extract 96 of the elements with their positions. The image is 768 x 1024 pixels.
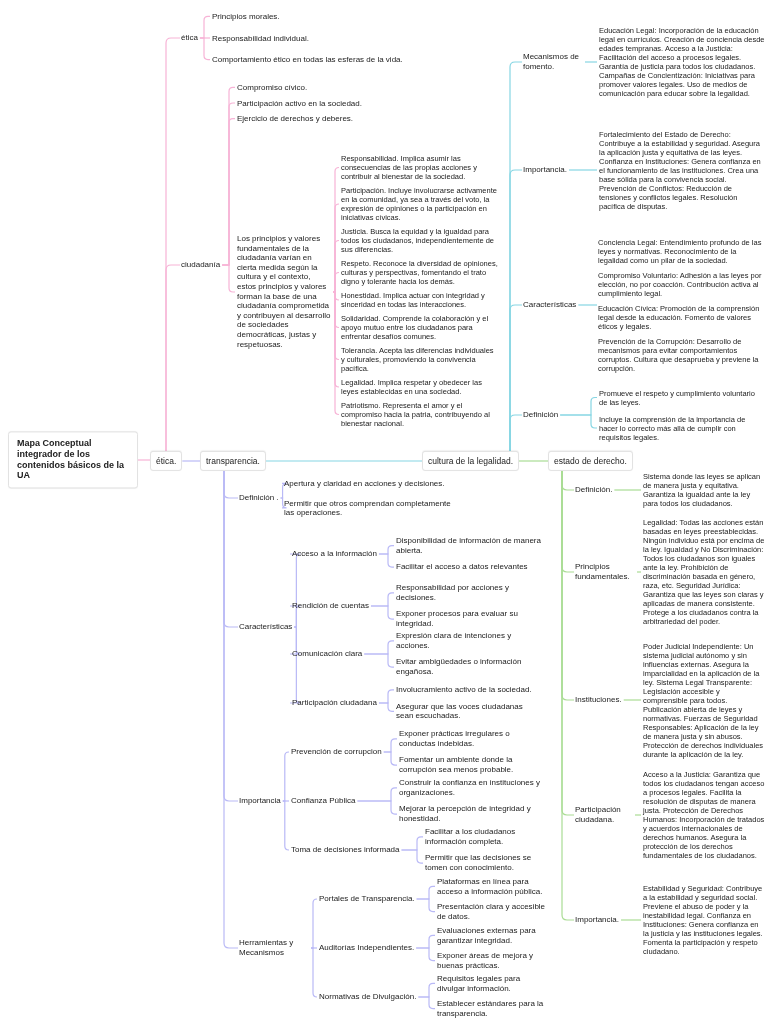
- connector-line: [181, 460, 201, 462]
- branch-text: Confianza Pública: [290, 796, 357, 806]
- branch-text: Ejercicio de derechos y deberes.: [236, 113, 355, 124]
- branch-text: Toma de decisiones informada: [290, 845, 401, 855]
- connector-line: [137, 459, 151, 461]
- connector-line: [356, 800, 398, 815]
- branch-text: Involucramiento activo de la sociedad.: [395, 685, 533, 695]
- connector-line: [416, 898, 436, 913]
- branch-text: Apertura y claridad en acciones y decisiones.: [283, 478, 446, 489]
- branch-text: Normativas de Divulgación.: [318, 992, 418, 1002]
- branch-text: Expresión clara de intenciones y acciones.: [395, 631, 543, 651]
- branch-text: Participación activo en la sociedad.: [236, 98, 363, 108]
- branch-text: Importancia: [238, 796, 282, 806]
- connector-line: [378, 702, 395, 712]
- connector-line: [165, 264, 181, 452]
- connector-line: [332, 271, 340, 293]
- branch-text: Herramientas y Mecanismos: [238, 938, 310, 958]
- branch-text: Fomentar un ambiente donde la corrupción sea menos probable.: [398, 755, 546, 775]
- branch-text: Participación ciudadana.: [574, 805, 634, 825]
- connector-line: [613, 489, 642, 491]
- branch-text: Rendición de cuentas: [291, 601, 370, 611]
- connector-line: [584, 61, 598, 63]
- connector-line: [310, 947, 318, 998]
- branch-text: Establecer estándares para la transparencia.: [436, 999, 550, 1019]
- connector-line: [620, 919, 642, 921]
- branch-text: Evitar ambigüedades o información engañosa.: [395, 657, 543, 677]
- topic-box: transparencia.: [200, 450, 266, 472]
- topic-box: ética.: [150, 450, 183, 472]
- connector-line: [559, 414, 598, 429]
- branch-text: Comunicación clara: [291, 649, 364, 659]
- branch-text: Compromiso cívico.: [236, 82, 309, 93]
- branch-text: Importancia.: [522, 165, 569, 175]
- connector-line: [370, 605, 395, 620]
- connector-line: [279, 497, 288, 509]
- connector-line: [634, 814, 642, 816]
- connector-line: [289, 626, 301, 704]
- branch-text: Importancia.: [574, 915, 621, 925]
- connector-line: [199, 37, 211, 61]
- branch-text: Construir la confianza en instituciones y organizaciones.: [398, 778, 546, 798]
- branch-text: Exponer procesos para evaluar su integridad.: [395, 609, 543, 629]
- branch-text: Mecanismos de fomento.: [522, 52, 584, 72]
- branch-text: ética: [180, 33, 199, 43]
- branch-text: ciudadanía: [180, 260, 222, 270]
- connector-line: [363, 653, 395, 668]
- connector-line: [383, 751, 398, 766]
- connector-line: [289, 605, 301, 628]
- connector-line: [400, 849, 424, 864]
- branch-text: Responsabilidad por acciones y decisiones.: [395, 583, 543, 603]
- branch-text: Asegurar que las voces ciudadanas sean escuchadas.: [395, 701, 543, 721]
- connector-line: [636, 571, 642, 573]
- connector-line: [282, 800, 290, 802]
- branch-text: Características: [238, 622, 294, 632]
- branch-text: Acceso a la información: [291, 549, 378, 559]
- branch-text: Características: [522, 300, 578, 310]
- branch-text: Principios fundamentales.: [574, 562, 636, 582]
- connector-line: [221, 264, 236, 293]
- connector-line: [518, 460, 549, 462]
- connector-line: [310, 898, 318, 949]
- branch-text: Los principios y valores fundamentales de la ciudadanía varían en cierta medida según la cultura y el contexto, estos principios y valores forman la base de una ciudadanía comprometida y contribuyen al desarrollo de sociedades democráticas, justas y respetuosas.: [236, 234, 332, 350]
- branch-text: Instituciones.: [574, 695, 623, 705]
- branch-text: Definición .: [238, 493, 280, 503]
- connector-line: [577, 304, 598, 306]
- branch-text: Responsabilidad individual.: [211, 33, 310, 43]
- branch-text: Definición.: [574, 485, 614, 495]
- branch-text: Permitir que las decisiones se tomen con conocimiento.: [424, 853, 550, 873]
- branch-text: Portales de Transparencia.: [318, 894, 416, 904]
- branch-text: Facilitar a los ciudadanos información completa.: [424, 827, 550, 847]
- connector-line: [378, 553, 395, 568]
- connector-line: [417, 996, 436, 1010]
- branch-text: Disponibilidad de información de manera abierta.: [395, 536, 543, 556]
- branch-text: Requisitos legales para divulgar información.: [436, 973, 550, 993]
- branch-text: Plataformas en línea para acceso a información pública.: [436, 876, 550, 896]
- branch-text: Auditorías Independientes.: [318, 943, 416, 953]
- connector-line: [282, 800, 290, 851]
- branch-text: Exponer áreas de mejora y buenas prácticas.: [436, 951, 550, 971]
- branch-text: Facilitar el acceso a datos relevantes: [395, 562, 529, 572]
- connector-line: [415, 947, 436, 962]
- branch-text: Comportamiento ético en todas las esferas de la vida.: [211, 54, 404, 65]
- branch-text: Principios morales.: [211, 11, 281, 22]
- branch-text: Participación ciudadana: [291, 698, 378, 708]
- branch-text: Exponer prácticas irregulares o conductas indebidas.: [398, 729, 546, 749]
- connector-line: [265, 460, 423, 462]
- connector-line: [282, 751, 290, 802]
- connector-line: [568, 169, 598, 171]
- branch-text: Mejorar la percepción de integridad y honestidad.: [398, 804, 546, 824]
- connector-line: [509, 414, 523, 452]
- branch-text: Permitir que otros comprendan completamente las operaciones.: [283, 498, 453, 518]
- connector-line: [332, 291, 340, 416]
- branch-text: Prevención de corrupcion: [290, 747, 383, 757]
- branch-text: Presentación clara y accesible de datos.: [436, 902, 550, 922]
- topic-box: estado de derecho.: [548, 450, 633, 472]
- branch-text: Definición: [522, 410, 560, 420]
- connector-line: [623, 699, 642, 701]
- topic-box: cultura de la legalidad.: [422, 450, 520, 472]
- branch-text: Evaluaciones externas para garantizar integridad.: [436, 925, 550, 945]
- title-box: Mapa Conceptual integrador de los contenidos básicos de la UA: [8, 431, 138, 489]
